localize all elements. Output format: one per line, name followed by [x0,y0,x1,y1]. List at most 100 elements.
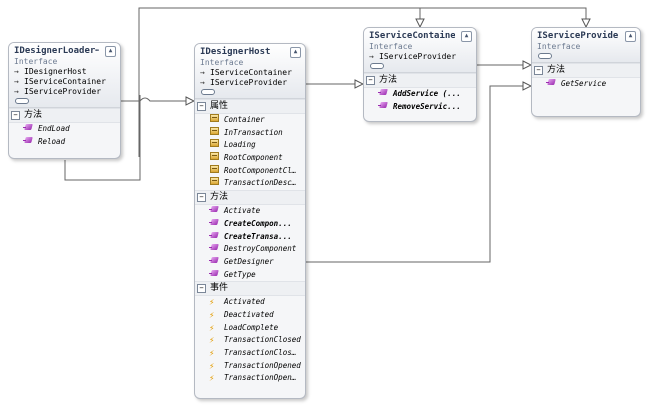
member-item[interactable]: ⚡TransactionClos… [195,347,305,360]
inherit-arrow-icon: → [200,78,205,87]
section-header[interactable]: −方法 [532,63,640,78]
member-name: Reload [38,136,66,146]
member-name: AddService (... [393,89,461,98]
event-icon: ⚡ [209,310,215,321]
section-header[interactable]: −属性 [195,99,305,114]
implemented-interface: → IServiceProvider [14,87,115,97]
implemented-interface-name: IServiceContainer [210,68,292,77]
section-label: 方法 [547,65,566,75]
method-icon [209,269,220,278]
member-name: Activated [224,297,265,307]
method-icon [23,136,34,145]
member-name: CreateTransa... [224,231,292,241]
member-item[interactable]: CreateTransa... [195,231,305,244]
member-item[interactable]: TransactionDesc… [195,177,305,190]
interface-header: IServiceProvider▲Interface [532,28,640,63]
section-header[interactable]: −方法 [195,190,305,206]
member-name: Loading [224,140,256,150]
member-item[interactable]: GetService [532,78,640,91]
method-icon [209,218,220,227]
method-icon [209,205,220,214]
member-item[interactable]: RemoveServic... [364,101,476,114]
member-item[interactable]: ⚡LoadComplete [195,322,305,335]
member-item[interactable]: RootComponentCl… [195,164,305,178]
interface-box-host[interactable]: IDesignerHost▲Interface→IServiceContaine… [194,43,306,399]
section-header[interactable]: −方法 [9,108,120,123]
collapse-icon[interactable]: ▲ [290,47,301,58]
member-name: DestroyComponent [224,244,297,254]
implemented-interface-name: IServiceProvider [24,87,102,96]
collapse-icon[interactable]: ▲ [105,46,116,57]
edge-loader-container [138,7,420,157]
method-icon [23,123,34,132]
member-item[interactable]: Container [195,114,305,127]
interface-title: IDesignerHost [200,47,271,57]
interface-header: IServiceContainer▲Interface→IServiceProv… [364,28,476,73]
collapse-section-icon[interactable]: − [534,66,543,75]
member-name: TransactionOpen… [224,373,297,383]
member-item[interactable]: GetDesigner [195,256,305,269]
member-item[interactable]: GetType [195,269,305,282]
section-header[interactable]: −方法 [364,73,476,88]
collapse-section-icon[interactable]: − [11,111,20,120]
collapse-section-icon[interactable]: − [197,102,206,111]
implemented-interface-name: IServiceProvider [210,78,288,87]
edge-host-provider [306,86,531,263]
member-item[interactable]: Reload [9,136,120,149]
lollipop-icon [370,63,384,69]
interface-header: IDesignerHost▲Interface→IServiceContaine… [195,44,305,99]
member-name: GetDesigner [224,256,274,266]
inherit-arrow-icon: → [14,87,19,96]
method-icon [209,256,220,265]
interface-box-loader[interactable]: IDesignerLoader⋯▲Interface→IDesignerHost… [8,42,121,159]
member-item[interactable]: ⚡TransactionOpened [195,360,305,373]
event-icon: ⚡ [209,298,215,309]
section-label: 方法 [24,110,43,120]
member-name: CreateCompon... [224,218,292,228]
member-name: TransactionOpened [224,360,301,370]
implemented-interface: →IServiceProvider [369,52,471,62]
member-item[interactable]: CreateCompon... [195,218,305,231]
event-icon: ⚡ [209,336,215,347]
member-item[interactable]: Activate [195,205,305,218]
implemented-interface: → IServiceProvider [200,78,300,88]
member-item[interactable]: RootComponent [195,152,305,165]
inherit-arrow-icon: → [200,68,205,77]
property-icon [209,177,220,186]
implemented-interface-name: IServiceProvider [379,52,457,61]
property-icon [209,164,220,174]
interface-header: IDesignerLoader⋯▲Interface→IDesignerHost… [9,43,120,108]
member-item[interactable]: ⚡ Activated [195,296,305,309]
member-item[interactable]: EndLoad [9,123,120,136]
member-name: EndLoad [38,124,70,133]
member-name: RootComponent [224,153,283,163]
property-icon [209,152,220,161]
event-icon: ⚡ [209,374,215,385]
interface-box-container[interactable]: IServiceContainer▲Interface→IServiceProv… [363,27,477,122]
section-label: 属性 [210,101,229,111]
method-icon [378,88,389,97]
member-item[interactable]: ⚡TransactionClosed [195,334,305,347]
implemented-interface: → IServiceContainer [200,68,300,78]
member-item[interactable]: InTransaction [195,126,305,140]
collapse-icon[interactable]: ▲ [625,31,636,42]
member-name: Container [224,115,265,124]
member-item[interactable]: DestroyComponent [195,243,305,256]
collapse-section-icon[interactable]: − [366,76,375,85]
member-item[interactable]: ⚡ TransactionOpen… [195,372,305,385]
member-item[interactable]: Loading [195,139,305,152]
member-name: GetType [224,269,256,279]
member-item[interactable]: ⚡ Deactivated [195,309,305,322]
member-item[interactable]: AddService (... [364,88,476,101]
section-header[interactable]: −事件 [195,281,305,297]
implemented-interface-name: IDesignerHost [24,67,87,76]
collapse-section-icon[interactable]: − [197,284,206,294]
edge-loader-provider [420,7,586,27]
collapse-section-icon[interactable]: − [197,193,206,203]
collapse-icon[interactable]: ▲ [461,31,472,42]
implemented-interface: →IServiceContainer [14,77,115,87]
member-name: Deactivated [224,309,274,319]
